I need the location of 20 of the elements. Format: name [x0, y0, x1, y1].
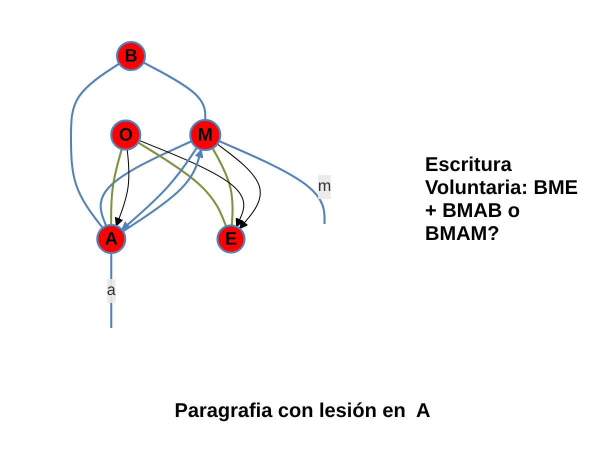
connector: [70, 62, 120, 229]
arrow: [114, 148, 130, 226]
connector: [142, 62, 206, 120]
connector: [211, 148, 234, 226]
node-circle: M: [189, 119, 221, 151]
connector: [99, 140, 192, 226]
node-circle: A: [96, 224, 126, 254]
connector: [137, 142, 227, 227]
node-circle: O: [110, 120, 141, 150]
caption: Paragrafia con lesión en A: [173, 400, 432, 423]
arrow: [138, 140, 244, 228]
arrow: [216, 144, 261, 229]
connector: [110, 148, 122, 225]
node-circle: E: [216, 224, 246, 254]
note-text: Escritura Voluntaria: BME + BMAB o BMAM?: [425, 154, 579, 246]
connector: [110, 253, 112, 328]
edge-label: a: [106, 282, 116, 299]
node-circle: B: [116, 41, 146, 71]
connector: [218, 140, 326, 224]
edge-label: m: [318, 178, 331, 195]
